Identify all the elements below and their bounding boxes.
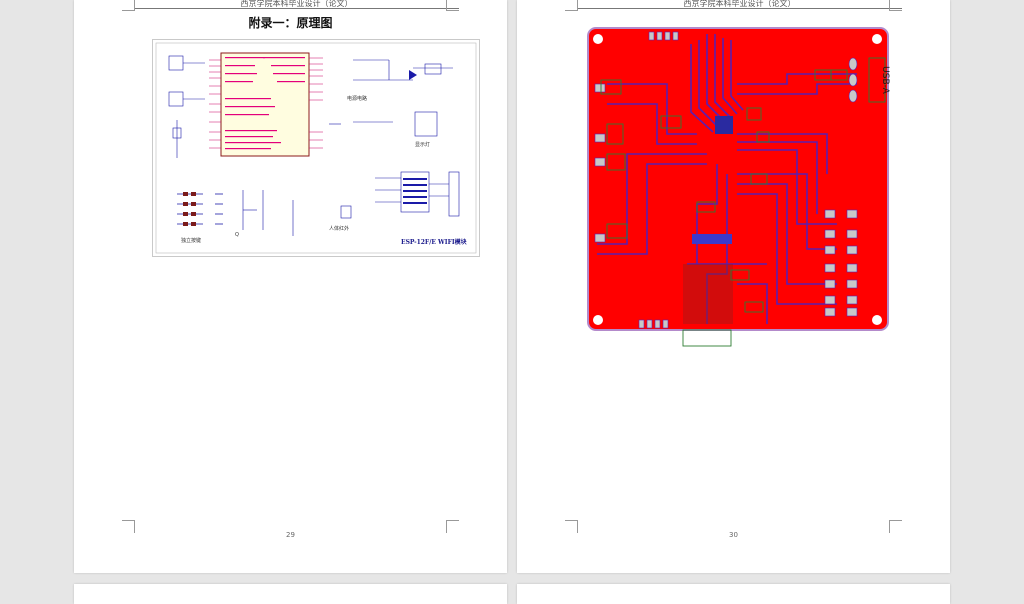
label-key-block: 独立按键: [181, 237, 201, 244]
pcb-copper-pour: [587, 27, 889, 331]
mcu-footprint: [715, 116, 733, 134]
crop-mark: [889, 520, 902, 533]
page-number: 30: [729, 531, 738, 539]
crop-mark: [889, 0, 902, 11]
mcu-chip-symbol: [220, 52, 310, 157]
mounting-hole: [593, 34, 603, 44]
crop-mark: [446, 520, 459, 533]
pcb-drawing: USB-A: [587, 27, 890, 347]
crop-mark: [565, 520, 578, 533]
mounting-hole: [593, 315, 603, 325]
page-29: 西京学院本科毕业设计（论文） 附录一：原理图: [74, 0, 507, 573]
label-sensor-block: 人体红外: [329, 225, 349, 232]
label-transistor-block: Q: [235, 232, 239, 238]
bottom-connector-outline: [682, 329, 732, 347]
page-header: 西京学院本科毕业设计（论文）: [577, 0, 902, 9]
crop-mark: [122, 520, 135, 533]
appendix-title: 附录一：原理图: [248, 16, 333, 30]
mounting-hole: [872, 34, 882, 44]
mounting-hole: [872, 315, 882, 325]
schematic-figure: 电源电路 显示灯 独立按键 Q 人体红外 ESP-12F/E WIFI模块: [152, 39, 480, 257]
crop-mark: [446, 0, 459, 11]
crop-mark: [565, 0, 578, 11]
crop-mark: [122, 0, 135, 11]
label-led-block: 显示灯: [415, 141, 430, 148]
pcb-layout-figure: USB-A: [587, 24, 891, 350]
page-31-partial: [74, 584, 507, 604]
schematic-drawing: 电源电路 显示灯 独立按键 Q 人体红外 ESP-12F/E WIFI模块: [155, 42, 477, 254]
page-header: 西京学院本科毕业设计（论文）: [134, 0, 459, 9]
page-32-partial: [517, 584, 950, 604]
usb-label: USB-A: [880, 66, 890, 95]
label-power-block: 电源电路: [347, 95, 367, 102]
page-number: 29: [286, 531, 295, 539]
usb-connector-outline: [868, 57, 886, 103]
page-30: 西京学院本科毕业设计（论文）: [517, 0, 950, 573]
label-wifi-module: ESP-12F/E WIFI模块: [401, 238, 468, 246]
